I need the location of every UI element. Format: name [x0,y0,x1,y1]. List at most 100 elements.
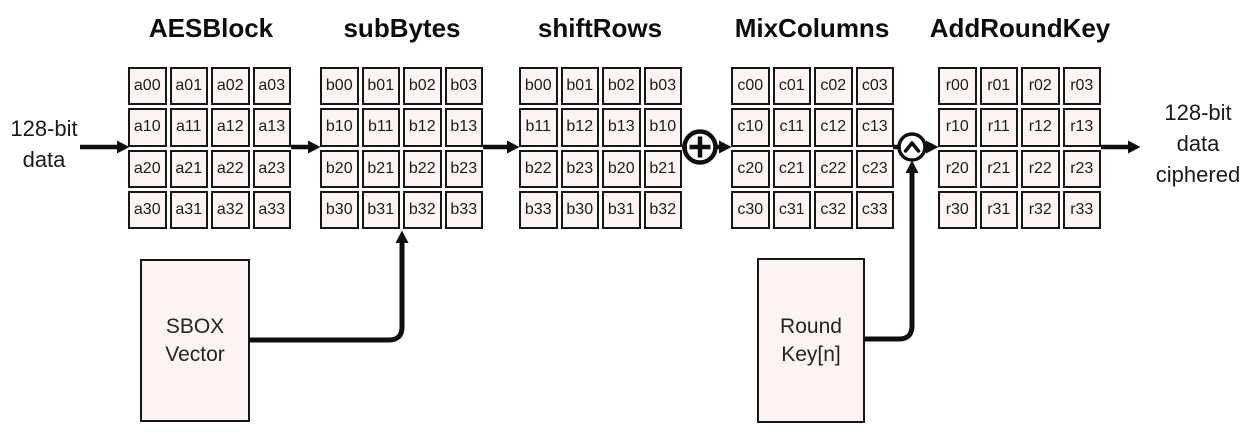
stage-title-addroundkey: AddRoundKey [929,13,1111,43]
matrix-cell: b10 [320,108,359,147]
matrix-cell: r12 [1021,108,1060,147]
matrix-cell: b13 [444,108,483,147]
matrix-cell: c31 [772,190,811,229]
matrix-cell: r23 [1062,149,1101,188]
matrix-cell: a03 [252,67,291,106]
matrix-cell: b11 [361,108,400,147]
output-data-label: 128-bit data ciphered [1148,97,1248,190]
matrix-cell: b33 [444,190,483,229]
matrix-cell: r31 [979,190,1018,229]
matrix-cell: b22 [403,149,442,188]
circle-plus-xor-icon [682,129,718,165]
stage-title-mixcolumns: MixColumns [734,13,890,43]
stage-title-subbytes: subBytes [343,13,461,43]
sbox-vector-box: SBOX Vector [140,259,250,422]
matrix-cell: c00 [731,67,770,106]
matrix-cell: a23 [252,149,291,188]
matrix-cell: a20 [128,149,167,188]
round-key-label-line2: Key[n] [781,342,841,366]
output-data-label-line2: data [1176,131,1220,156]
matrix-cell: a22 [211,149,250,188]
matrix-cell: r32 [1021,190,1060,229]
matrix-cell: b13 [602,108,641,147]
matrix-cell: b01 [361,67,400,106]
matrix-cell: b30 [320,190,359,229]
matrix-cell: r21 [979,149,1018,188]
matrix-cell: b02 [403,67,442,106]
flow-arrowhead-6-icon [926,140,939,154]
circle-caret-xor-icon [897,132,927,162]
matrix-cell: r10 [938,108,977,147]
matrix-cell: b30 [560,190,599,229]
sbox-arrowhead-icon [395,230,409,243]
matrix-cell: a21 [169,149,208,188]
matrix-cell: r00 [938,67,977,106]
matrix-cell: a32 [211,190,250,229]
input-data-label-line1: 128-bit [10,116,78,141]
matrix-cell: b33 [519,190,558,229]
matrix-cell: r03 [1062,67,1101,106]
matrix-cell: c21 [772,149,811,188]
matrix-cell: a30 [128,190,167,229]
matrix-cell: r13 [1062,108,1101,147]
matrix-cell: b20 [320,149,359,188]
matrix-cell: a10 [128,108,167,147]
matrix-cell: b21 [361,149,400,188]
matrix-cell: c23 [855,149,894,188]
sbox-vector-label-line2: Vector [165,342,225,366]
matrix-cell: b31 [361,190,400,229]
stage-title-shiftrows: shiftRows [537,13,663,43]
matrix-cell: r22 [1021,149,1060,188]
caret-glyph [903,141,921,153]
matrix-cell: r02 [1021,67,1060,106]
matrix-cell: b03 [643,67,682,106]
output-data-label-line1: 128-bit [1164,100,1232,125]
matrix-cell: b20 [602,149,641,188]
matrix-cell: c22 [814,149,853,188]
matrix-cell: c01 [772,67,811,106]
matrix-cell: b31 [602,190,641,229]
matrix-cell: b22 [519,149,558,188]
matrix-cell: r20 [938,149,977,188]
round-key-arrowhead-icon [905,160,919,173]
matrix-cell: b12 [560,108,599,147]
matrix-cell: a12 [211,108,250,147]
matrix-cell: r01 [979,67,1018,106]
matrix-cell: a00 [128,67,167,106]
matrix-cell: b23 [444,149,483,188]
round-key-box: Round Key[n] [757,258,865,423]
input-data-label: 128-bit data [2,113,86,175]
matrix-cell: a02 [211,67,250,106]
matrix-cell: c30 [731,190,770,229]
matrix-cell: c32 [814,190,853,229]
matrix-cell: b00 [320,67,359,106]
matrix-cell: c13 [855,108,894,147]
matrix-cell: b32 [403,190,442,229]
matrix-cell: b21 [643,149,682,188]
matrix-cell: a31 [169,190,208,229]
sbox-arrow-path [250,243,405,343]
matrix-cell: b00 [519,67,558,106]
matrix-cell: a01 [169,67,208,106]
matrix-cell: c20 [731,149,770,188]
matrix-cell: b02 [602,67,641,106]
matrix-cell: b23 [560,149,599,188]
flow-arrowhead-1-icon [308,140,321,154]
output-arrowhead-icon [1128,140,1141,154]
matrix-cell: r30 [938,190,977,229]
flow-arrowhead-2-icon [507,140,520,154]
matrix-cell: b03 [444,67,483,106]
matrix-cell: b01 [560,67,599,106]
matrix-cell: b10 [643,108,682,147]
flow-arrowhead-4-icon [719,140,732,154]
matrix-cell: c33 [855,190,894,229]
matrix-cell: c02 [814,67,853,106]
input-data-label-line2: data [22,147,66,172]
matrix-cell: r11 [979,108,1018,147]
matrix-cell: r33 [1062,190,1101,229]
